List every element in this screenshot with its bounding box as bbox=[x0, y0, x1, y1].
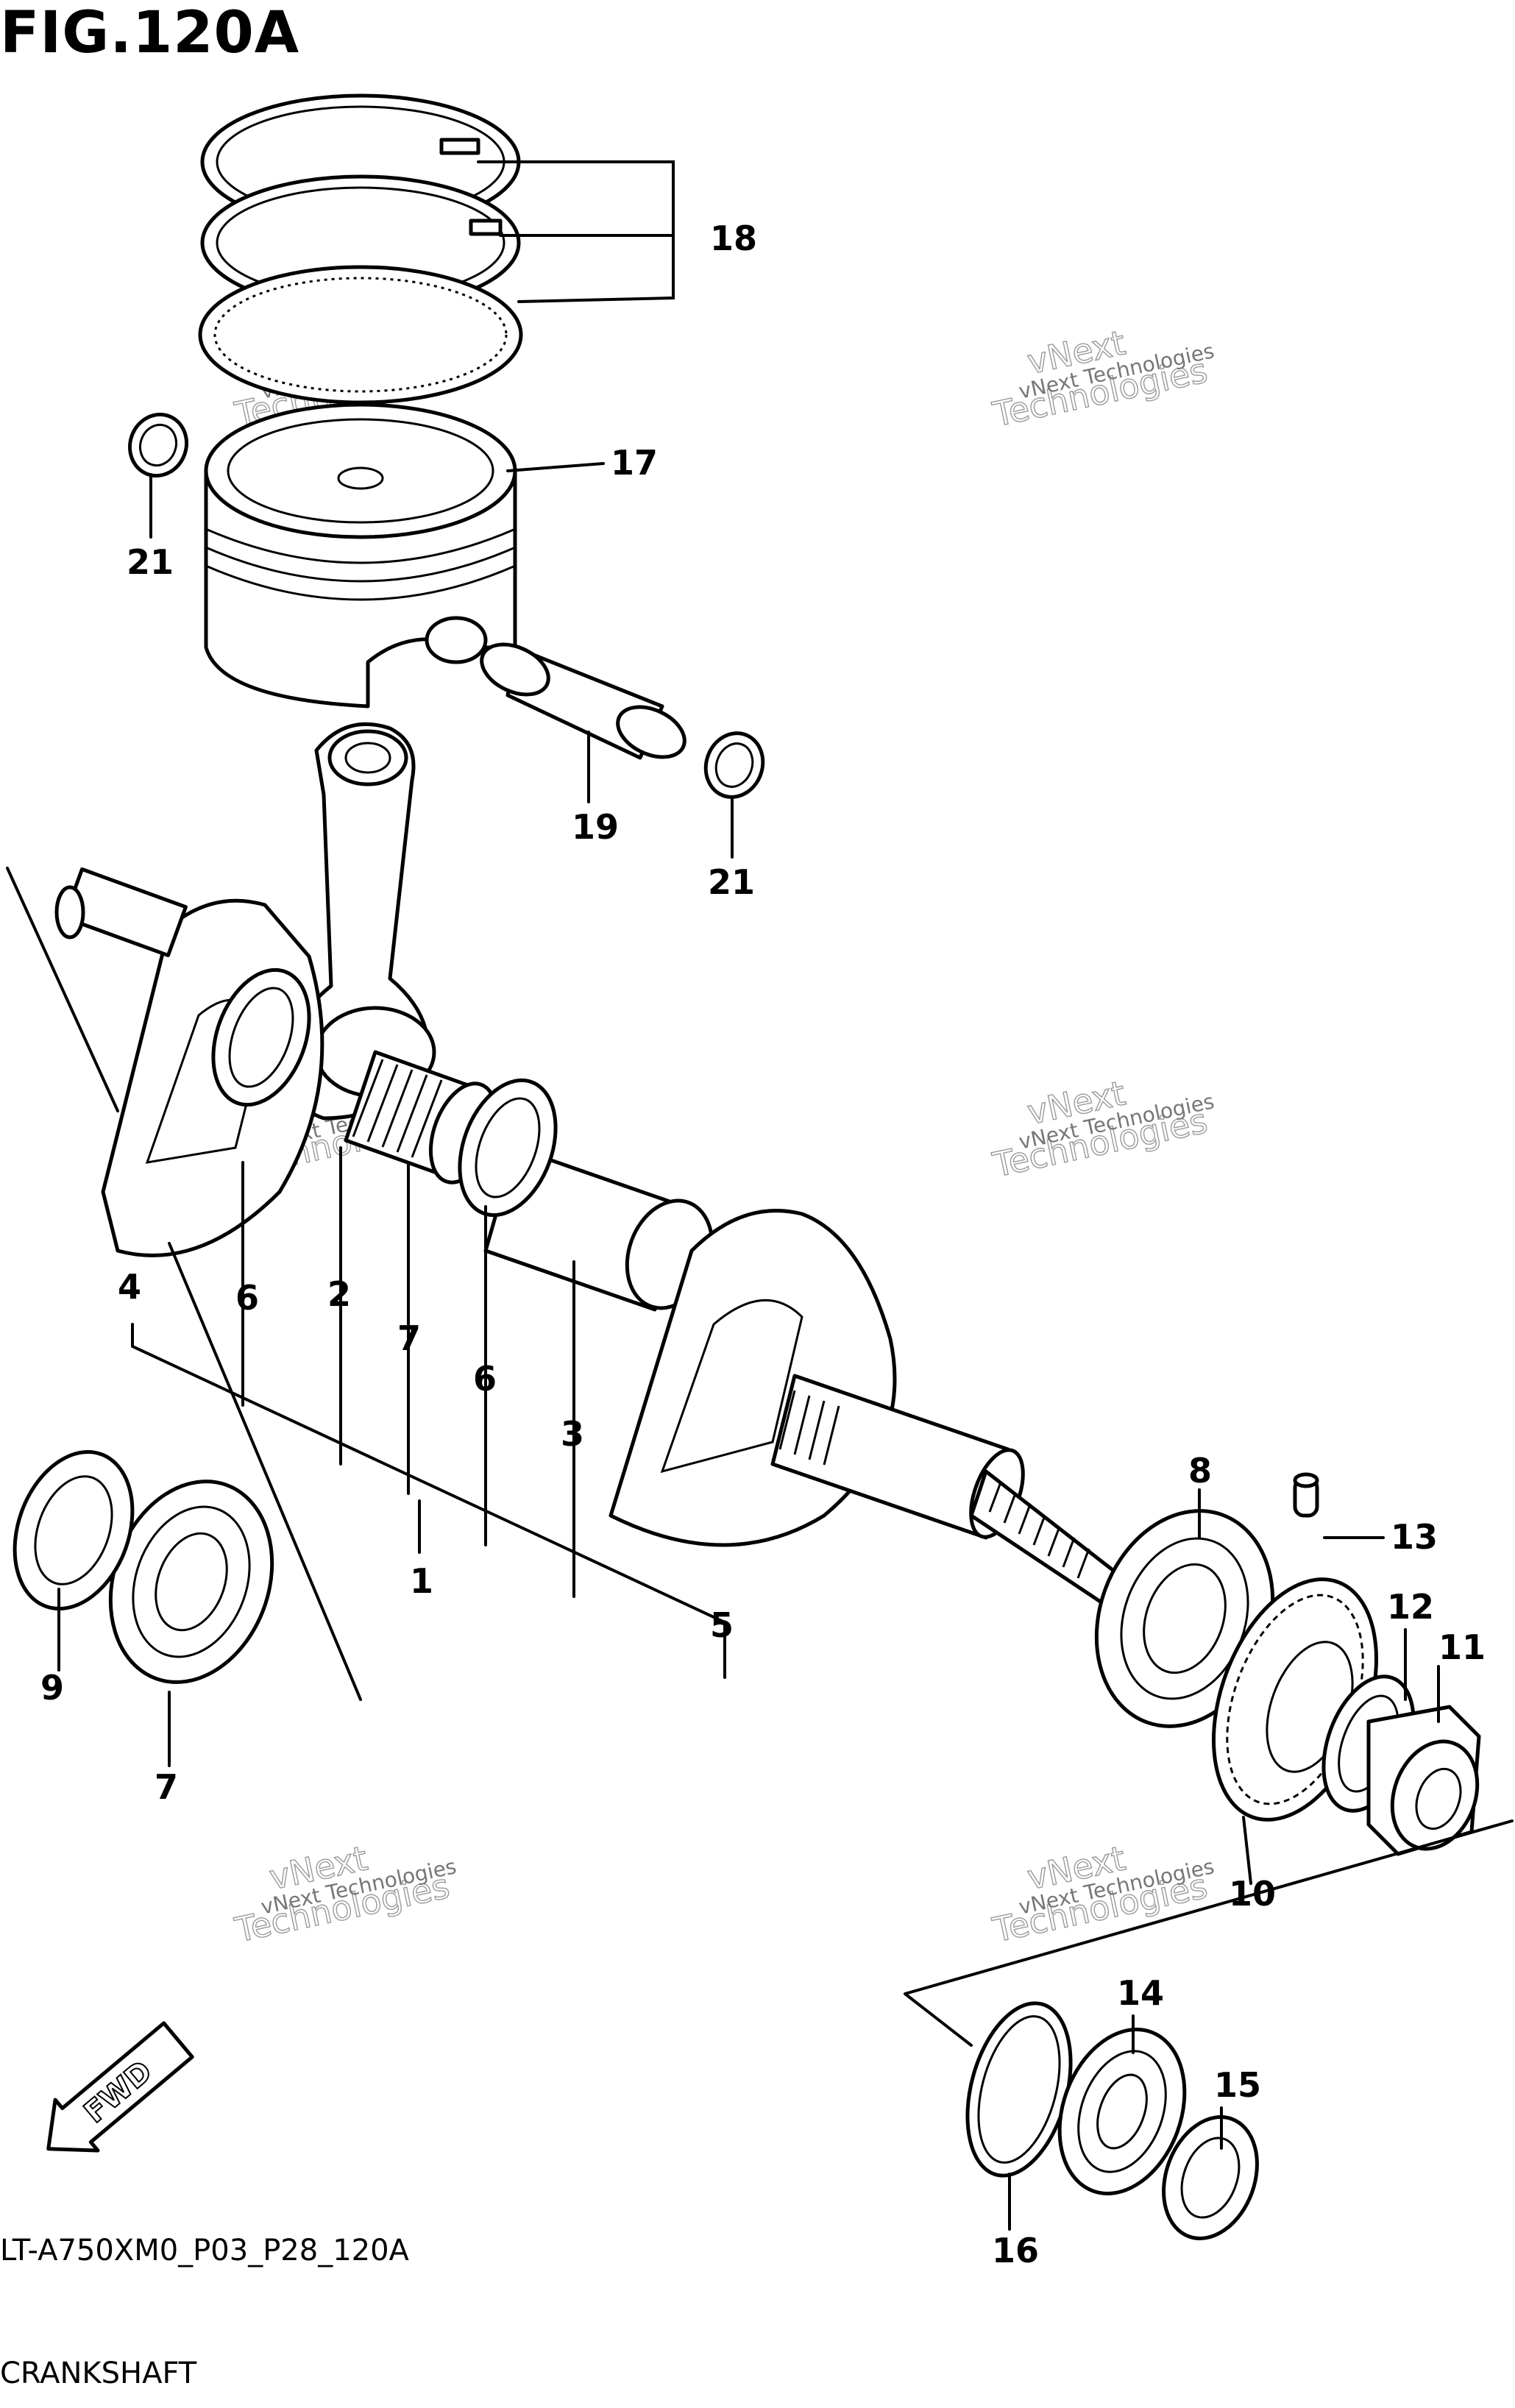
piston-pin-circlip-left bbox=[128, 412, 188, 478]
oil-seal-lower bbox=[1162, 2115, 1259, 2240]
callout-16: 15 bbox=[1214, 2065, 1261, 2105]
callout-17: 16 bbox=[992, 2231, 1039, 2270]
callout-1: 1 bbox=[410, 1561, 433, 1601]
crank-web-right bbox=[609, 1209, 1121, 1606]
watermark-top-right: vNext Technologies vNext Technologies bbox=[989, 322, 1217, 436]
bearing-lower bbox=[1057, 2028, 1187, 2195]
callout-14: 13 bbox=[1391, 1517, 1438, 1557]
callout-18: 17 bbox=[611, 443, 658, 483]
figure-code: LT-A750XM0_P03_P28_120A bbox=[0, 2234, 409, 2267]
callout-20: 19 bbox=[572, 807, 619, 847]
leader-lines bbox=[6, 160, 1514, 2231]
callout-21-left: 21 bbox=[127, 542, 174, 582]
thrust-washer-left bbox=[211, 967, 311, 1107]
piston-ring-set bbox=[198, 93, 523, 405]
callout-12: 11 bbox=[1438, 1627, 1486, 1667]
crankshaft-nut bbox=[1366, 1705, 1481, 1856]
fwd-arrow-icon bbox=[46, 2021, 194, 2153]
callout-3: 3 bbox=[561, 1414, 584, 1454]
callout-5: 5 bbox=[710, 1605, 734, 1645]
callout-7: 7 bbox=[397, 1318, 421, 1358]
thrust-washer-right bbox=[458, 1078, 558, 1218]
callout-10: 9 bbox=[40, 1668, 64, 1708]
piston bbox=[204, 402, 517, 708]
figure-title: FIG.120A bbox=[0, 0, 300, 66]
dowel-pin bbox=[1293, 1472, 1319, 1518]
watermark-low-right: vNext Technologies vNext Technologies bbox=[989, 1838, 1217, 1951]
callout-13: 12 bbox=[1387, 1587, 1434, 1627]
callout-8: 7 bbox=[155, 1767, 178, 1807]
callout-numbers: 18 17 21 19 21 4 6 2 7 6 3 1 5 8 9 7 13 … bbox=[40, 219, 1486, 2270]
callout-6-left: 6 bbox=[235, 1278, 259, 1318]
piston-pin bbox=[480, 642, 686, 760]
forward-direction-badge: FWD bbox=[46, 2021, 194, 2153]
piston-pin-circlip-right bbox=[703, 731, 765, 799]
callout-9: 8 bbox=[1188, 1451, 1212, 1491]
callout-11: 10 bbox=[1229, 1874, 1276, 1914]
snap-ring bbox=[965, 2001, 1073, 2178]
callout-15: 14 bbox=[1117, 1973, 1164, 2013]
callout-21-right: 21 bbox=[708, 862, 755, 902]
callout-19: 18 bbox=[710, 219, 757, 258]
callout-4: 4 bbox=[118, 1267, 141, 1307]
watermark-low-left: vNext Technologies vNext Technologies bbox=[231, 1838, 459, 1951]
figure-name: CRANKSHAFT bbox=[0, 2356, 197, 2390]
callout-2: 2 bbox=[327, 1274, 351, 1314]
watermark-mid-right: vNext Technologies vNext Technologies bbox=[989, 1073, 1217, 1186]
oil-seal-left bbox=[13, 1449, 135, 1611]
callout-6-right: 6 bbox=[473, 1359, 497, 1399]
